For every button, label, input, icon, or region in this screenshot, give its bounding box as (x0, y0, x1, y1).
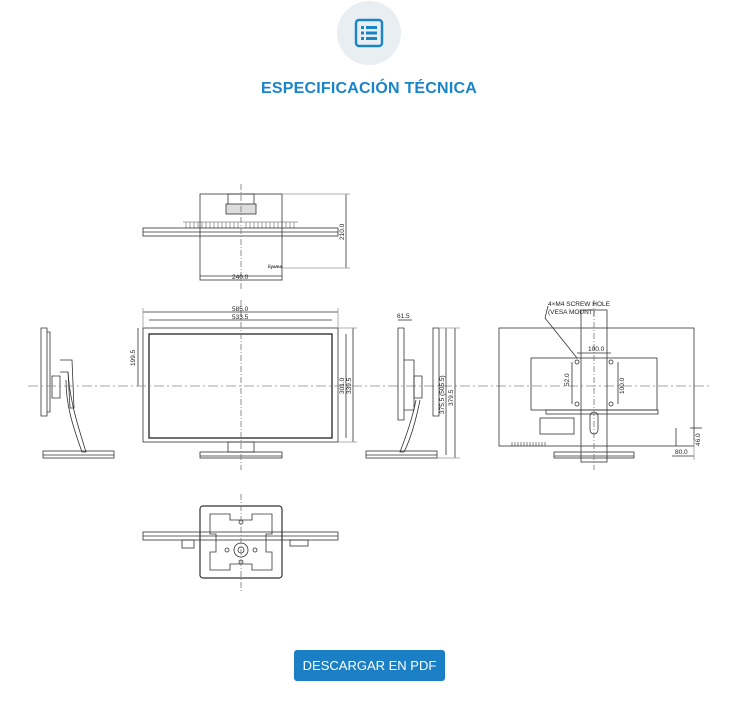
spec-icon-badge (337, 1, 401, 65)
note-screw-hole: 4×M4 SCREW HOLE (548, 301, 611, 308)
dim-rear-bottom-height: 46.0 (695, 433, 702, 446)
dim-rear-vesa-offset: 52.0 (564, 373, 571, 386)
note-vesa-mount: (VESA MOUNT) (548, 309, 595, 316)
technical-drawing: 240.0 210.0 585.0 533.5 199.5 301.0 339.… (28, 184, 710, 592)
dim-front-left-height: 199.5 (130, 349, 137, 366)
dim-rear-vesa-width: 100.0 (588, 346, 605, 353)
logo-mark: iiyama (268, 264, 283, 269)
dim-front-inner-height-a: 301.0 (339, 377, 346, 394)
rear-view (498, 300, 702, 470)
dim-rear-bottom-width: 80.0 (675, 449, 688, 456)
dim-top-width: 240.0 (232, 274, 249, 281)
right-side-view (365, 319, 460, 459)
dim-side-height-total: 379.5 (448, 389, 455, 406)
bottom-view (142, 494, 339, 592)
front-view (137, 300, 357, 470)
top-view (142, 184, 350, 290)
dim-front-inner-width: 533.5 (232, 314, 249, 321)
dim-front-inner-height-b: 339.5 (346, 377, 353, 394)
dim-side-height-range: 375.5 (505.5) (439, 375, 446, 414)
dim-rear-vesa-height: 100.0 (619, 377, 626, 394)
dim-front-outer-width: 585.0 (232, 306, 249, 313)
dim-side-offset: 61.5 (397, 313, 410, 320)
page-title: ESPECIFICACIÓN TÉCNICA (261, 80, 477, 97)
left-side-view (40, 327, 115, 459)
download-pdf-button[interactable]: DESCARGAR EN PDF (294, 650, 445, 681)
dim-top-depth: 210.0 (339, 223, 346, 240)
list-icon (354, 18, 384, 48)
